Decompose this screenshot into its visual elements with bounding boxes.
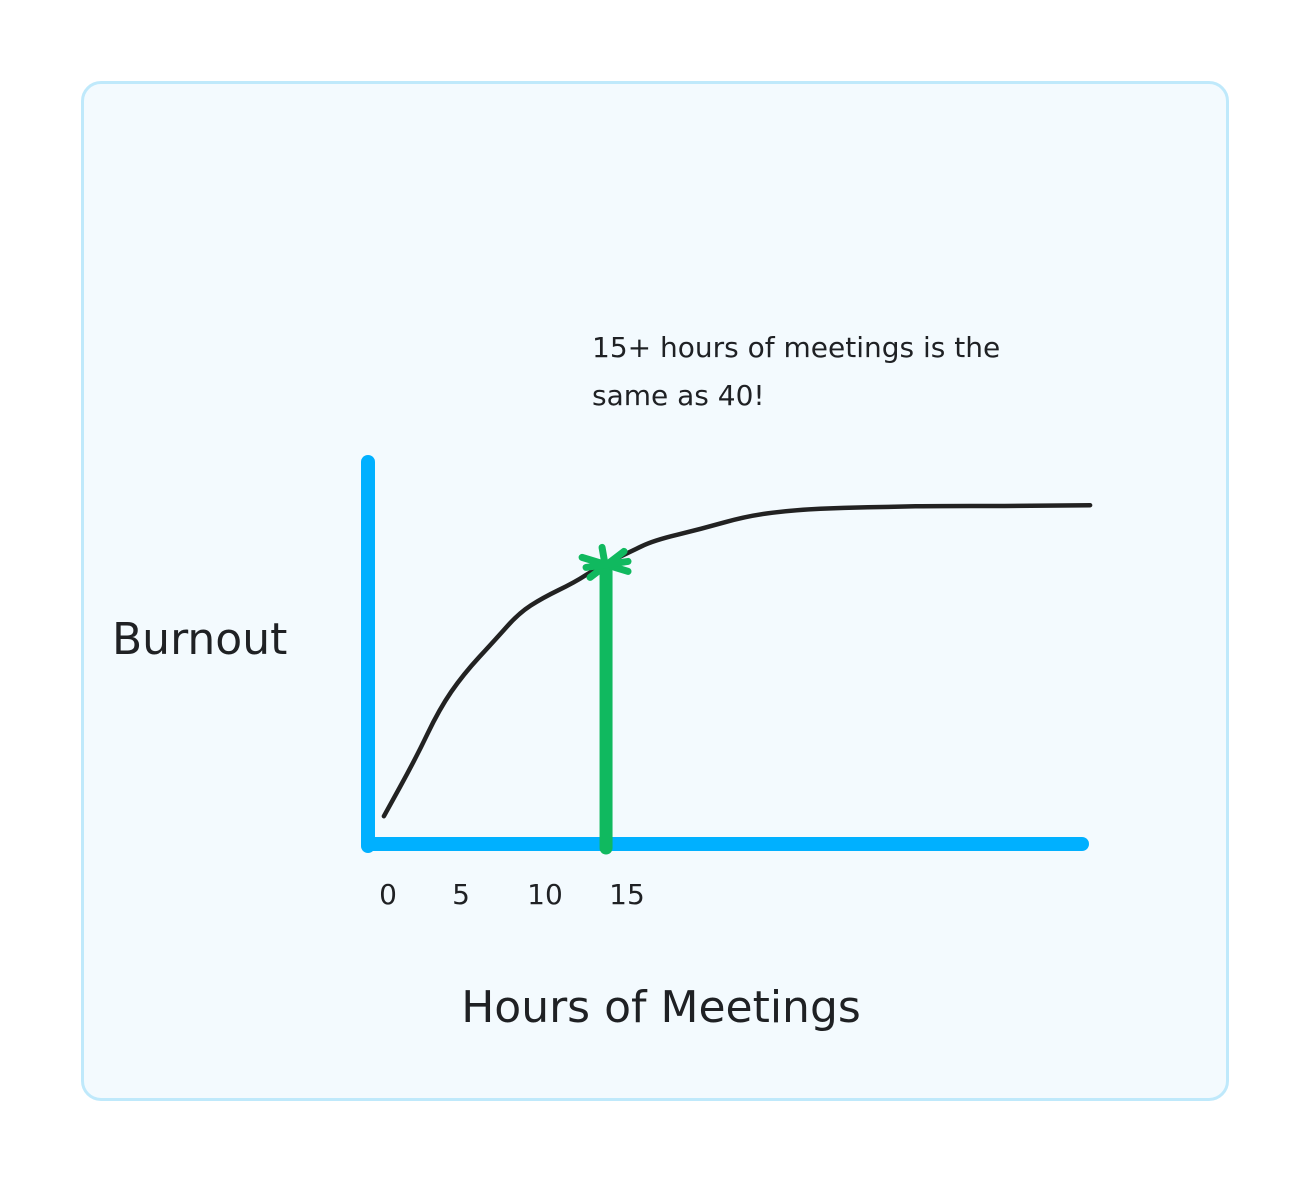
x-axis-label: Hours of Meetings <box>461 982 861 1033</box>
marker-star <box>578 543 632 585</box>
marker-star-stroke <box>582 557 632 571</box>
y-axis-label: Burnout <box>112 614 288 665</box>
x-tick-label: 0 <box>379 878 397 911</box>
chart-annotation: 15+ hours of meetings is the same as 40! <box>592 331 1001 412</box>
x-tick-label: 10 <box>527 878 563 911</box>
burnout-curve <box>381 502 1093 819</box>
x-tick-label: 5 <box>452 878 470 911</box>
chart-card <box>81 81 1229 1101</box>
x-axis-ticks: 0 5 10 15 <box>379 878 645 911</box>
x-tick-label: 15 <box>609 878 645 911</box>
